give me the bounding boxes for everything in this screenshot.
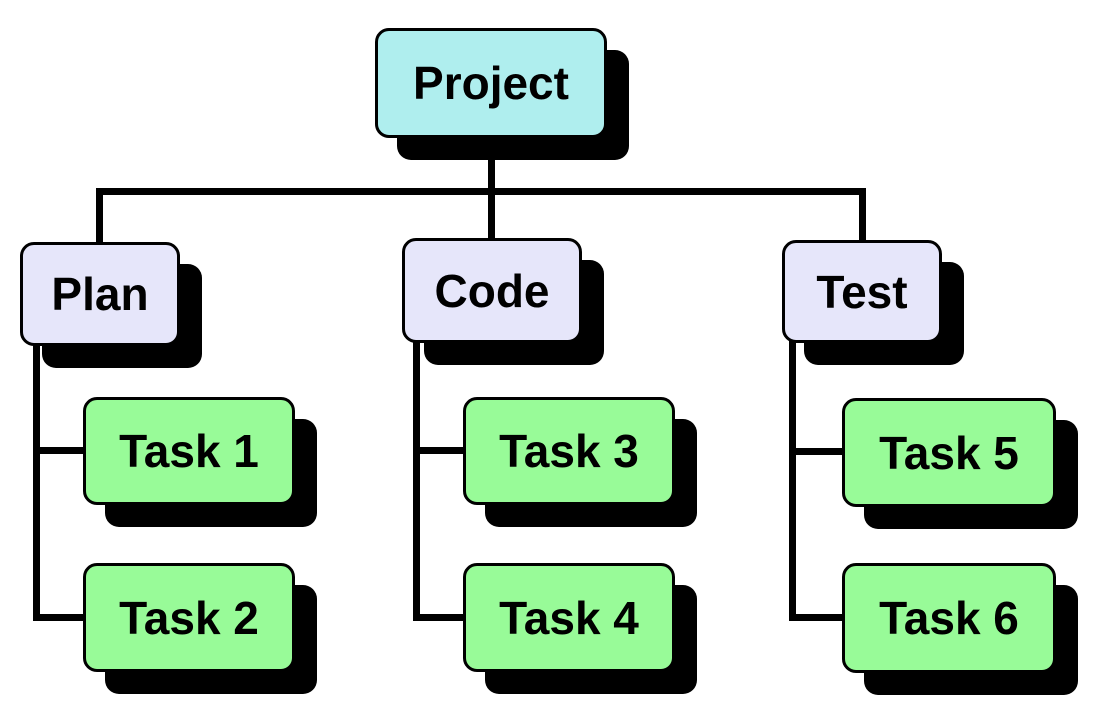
node-task-5-label: Task 5: [879, 426, 1019, 479]
connector-stub-task-4: [413, 614, 465, 621]
connector-drop-code: [488, 188, 495, 240]
connector-stub-task-2: [33, 614, 85, 621]
node-project: Project: [375, 28, 607, 138]
node-task-3: Task 3: [463, 397, 675, 505]
node-test-label: Test: [816, 265, 908, 318]
node-task-5: Task 5: [842, 398, 1056, 507]
connector-drop-plan: [96, 188, 103, 244]
connector-stub-task-6: [789, 614, 844, 621]
connector-stub-task-5: [789, 448, 844, 455]
node-task-6: Task 6: [842, 563, 1056, 673]
node-project-label: Project: [413, 57, 569, 109]
connector-root-stem: [488, 138, 495, 195]
node-plan-label: Plan: [51, 268, 149, 320]
connector-hanger-code: [413, 341, 420, 621]
node-task-6-label: Task 6: [879, 592, 1019, 644]
node-task-2: Task 2: [83, 563, 295, 672]
node-task-2-label: Task 2: [119, 591, 259, 644]
node-code: Code: [402, 238, 582, 343]
connector-stub-task-3: [413, 447, 465, 454]
connector-drop-test: [859, 188, 866, 242]
node-task-1-label: Task 1: [119, 425, 259, 477]
node-code-label: Code: [434, 264, 550, 317]
node-plan: Plan: [20, 242, 180, 346]
connector-hanger-test: [789, 341, 796, 621]
connector-hanger-plan: [33, 344, 40, 621]
node-test: Test: [782, 240, 942, 343]
node-task-4: Task 4: [463, 563, 675, 672]
node-task-4-label: Task 4: [499, 591, 639, 644]
connector-stub-task-1: [33, 447, 85, 454]
node-task-3-label: Task 3: [499, 425, 639, 477]
connector-horizontal-bar: [96, 188, 866, 195]
node-task-1: Task 1: [83, 397, 295, 505]
